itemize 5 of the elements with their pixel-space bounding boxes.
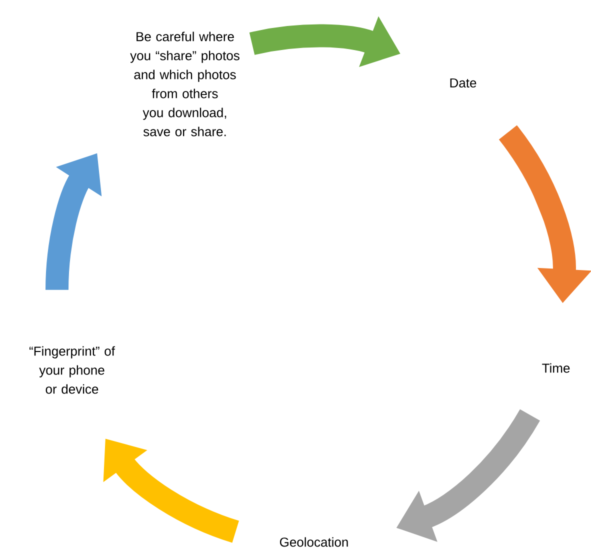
text-label: Geolocation (280, 537, 348, 547)
text-label: Time (542, 363, 570, 373)
text-label: Date (450, 78, 476, 88)
text-label: Be careful where you “share” photos and which photos from others you download, save or share. (130, 32, 240, 136)
text-label: “Fingerprint” of your phone or device (29, 346, 115, 394)
